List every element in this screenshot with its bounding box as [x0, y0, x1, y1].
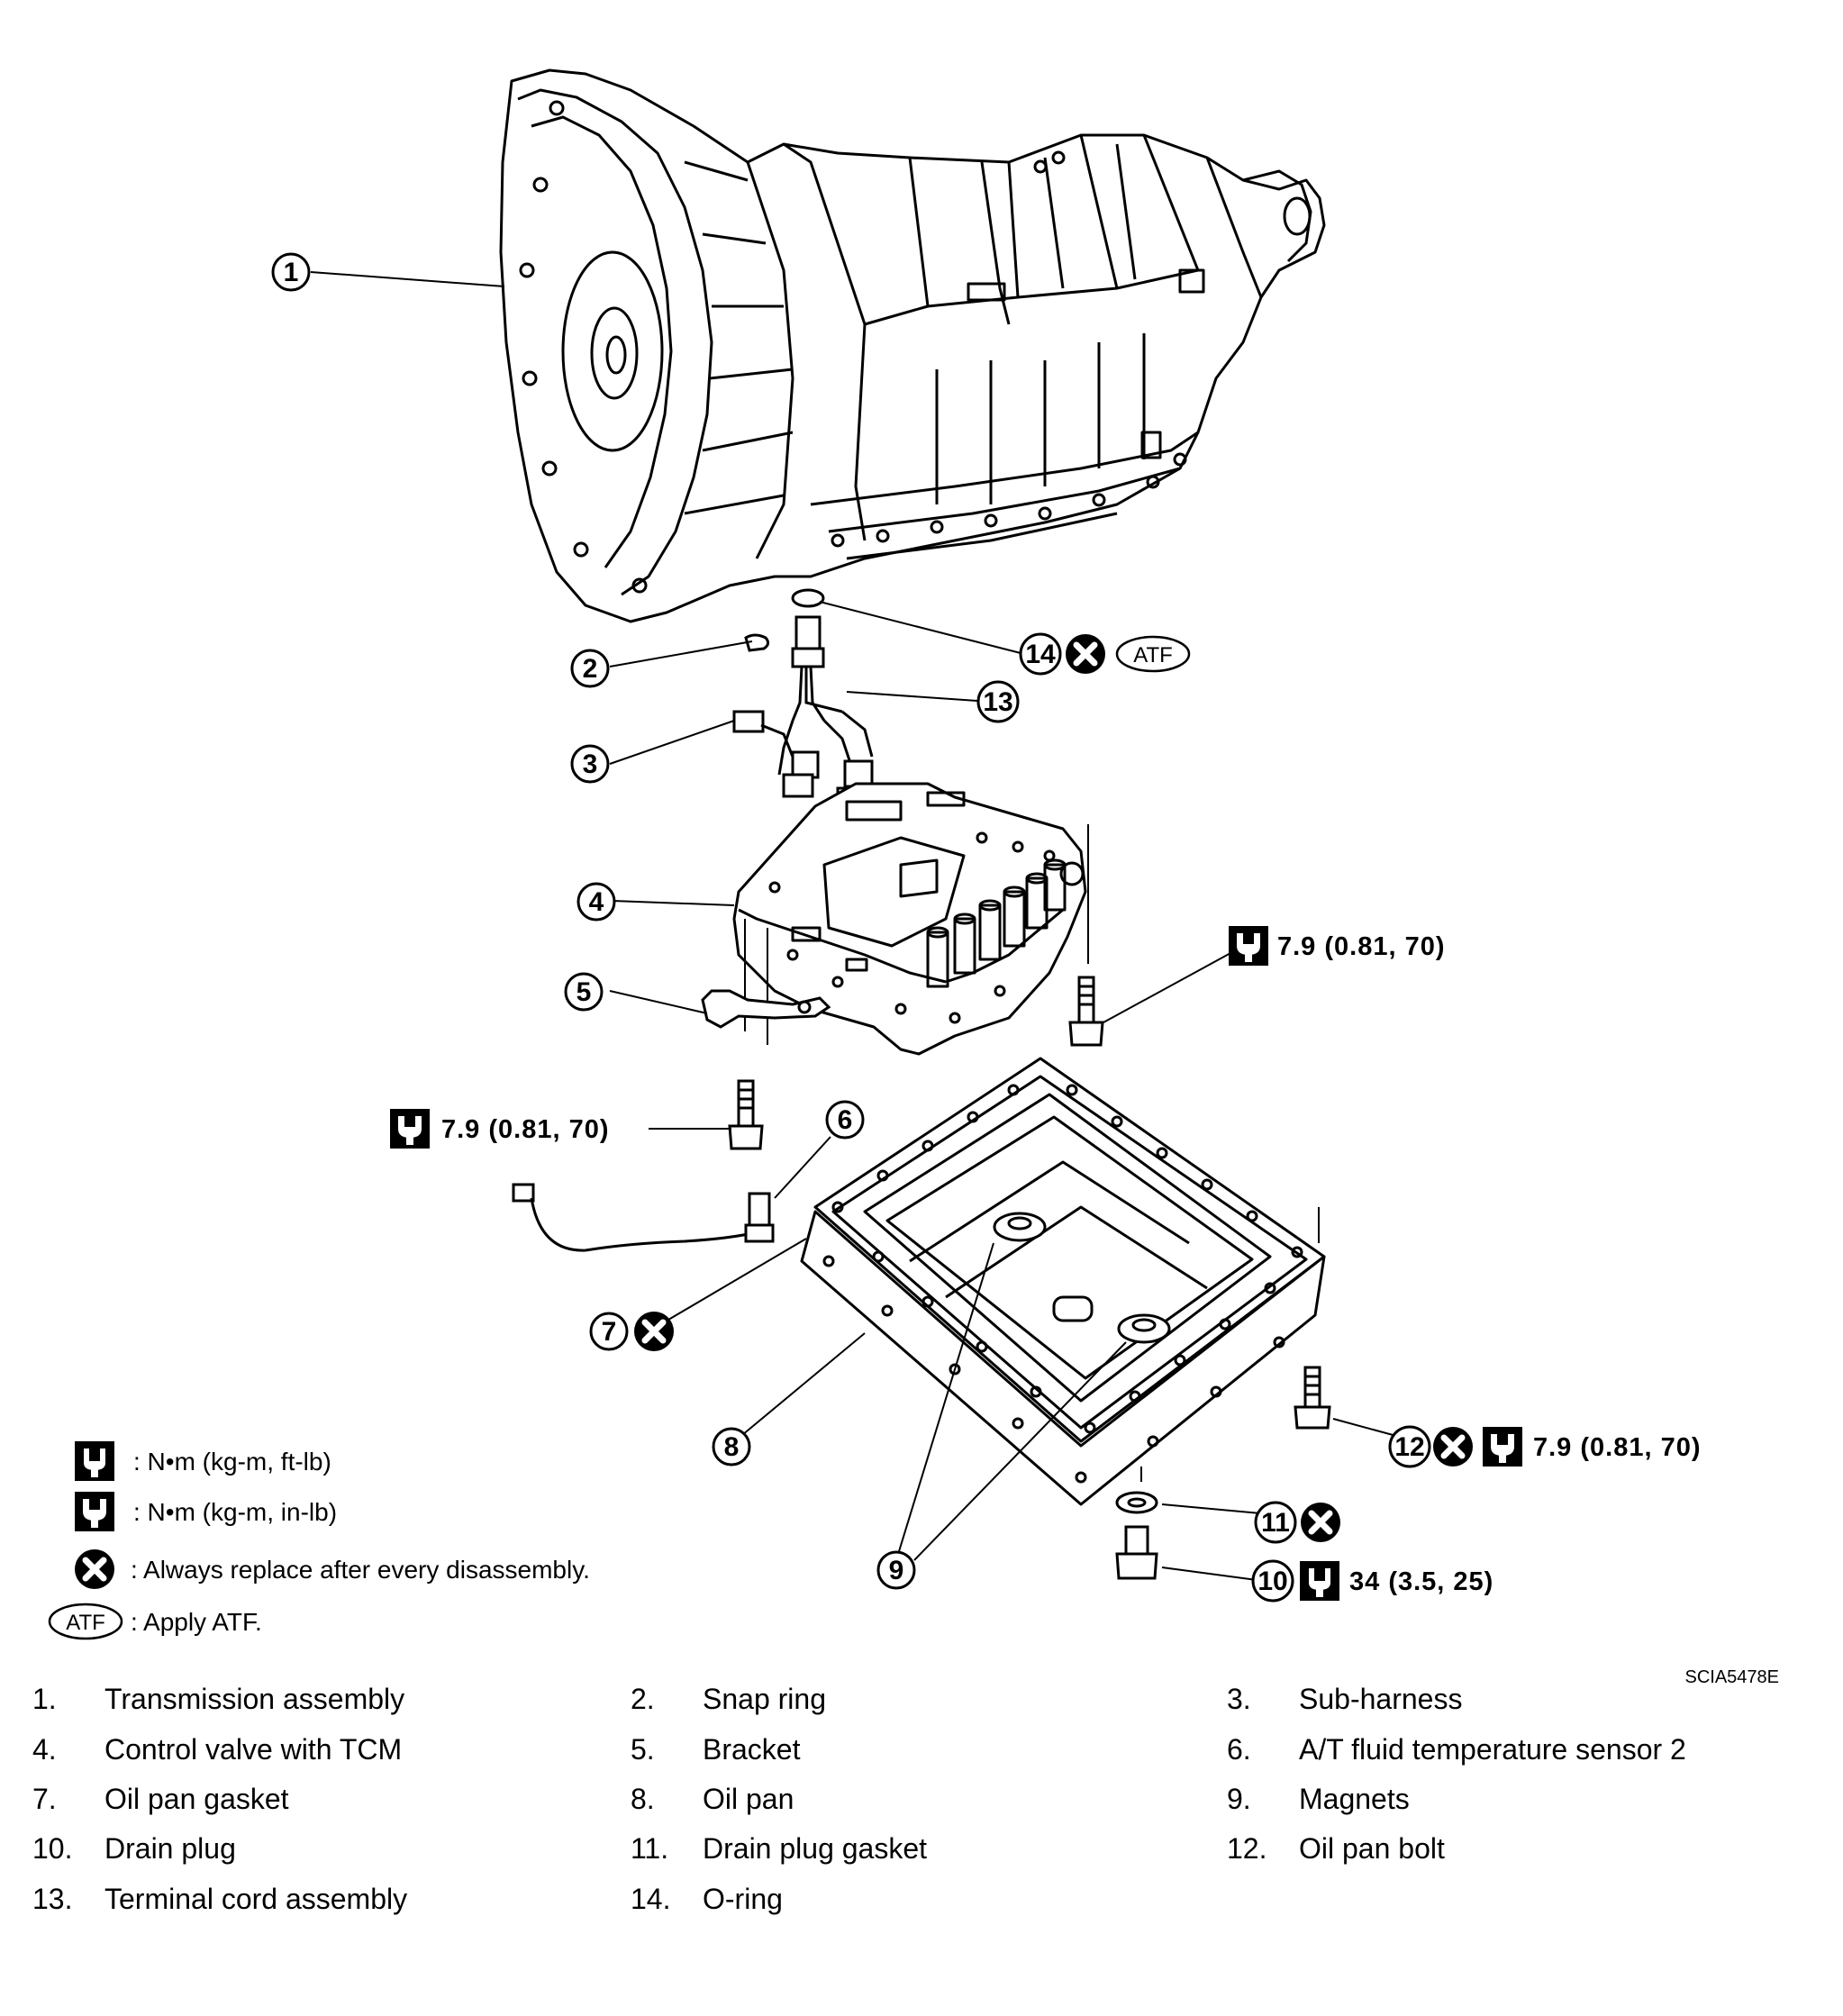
exploded-view-diagram: 1 2 3 4 5 6 7 8 9 10 11 12 13 14 ATF 7.9…: [48, 68, 1779, 1687]
legend-ftlb: : N•m (kg-m, ft-lb): [133, 1448, 331, 1476]
callout-3: 3: [570, 744, 610, 784]
part-name: Snap ring: [703, 1683, 826, 1715]
part-number: 13.: [32, 1883, 73, 1915]
valve-bolt-torque-icon: [1227, 924, 1270, 967]
svg-text:11: 11: [1261, 1508, 1290, 1538]
pan-bolt-replace-icon: [1433, 1427, 1473, 1467]
part-number: 2.: [631, 1683, 655, 1715]
legend: : N•m (kg-m, ft-lb) : N•m (kg-m, in-lb) …: [48, 1441, 590, 1640]
legend-inlb: : N•m (kg-m, in-lb): [133, 1498, 337, 1526]
part-number: 9.: [1227, 1783, 1251, 1815]
part-name: Bracket: [703, 1733, 801, 1766]
svg-text:ATF: ATF: [66, 1611, 105, 1635]
figure-code: SCIA5478E: [1684, 1667, 1779, 1687]
callout-4: 4: [577, 882, 616, 922]
callout-1: 1: [271, 252, 311, 292]
svg-text:2: 2: [583, 654, 598, 684]
part-name: Terminal cord assembly: [104, 1883, 408, 1915]
part-number: 4.: [32, 1733, 57, 1766]
svg-text:6: 6: [838, 1105, 853, 1135]
callout-13: 13: [976, 680, 1020, 723]
part-number: 7.: [32, 1783, 57, 1815]
svg-text:5: 5: [577, 977, 592, 1007]
ftlb-wrench-icon: [75, 1441, 114, 1481]
part-number: 10.: [32, 1832, 73, 1865]
bracket-bolt-torque-icon: [388, 1107, 431, 1150]
svg-text:4: 4: [589, 887, 604, 917]
part-number: 5.: [631, 1733, 655, 1766]
callout-14: 14: [1019, 632, 1062, 676]
drain-plug-torque: 34 (3.5, 25): [1349, 1567, 1493, 1596]
replace-icon: [75, 1549, 114, 1589]
leader-lines: [310, 271, 1427, 1581]
part-name: Magnets: [1299, 1783, 1410, 1815]
svg-text:1: 1: [284, 258, 299, 287]
callout-10: 10: [1251, 1559, 1294, 1603]
callout-6: 6: [825, 1100, 865, 1140]
callout-markers: 1 2 3 4 5 6 7 8 9 10 11 12 13 14: [271, 252, 1431, 1603]
callout-12: 12: [1388, 1425, 1431, 1468]
svg-text:9: 9: [889, 1556, 904, 1585]
oil-pan-gasket-drawing: [800, 1057, 1326, 1506]
svg-text:3: 3: [583, 749, 598, 779]
part-name: Oil pan gasket: [104, 1783, 289, 1815]
part-number: 8.: [631, 1783, 655, 1815]
svg-text:8: 8: [724, 1432, 740, 1462]
part-name: O-ring: [703, 1883, 783, 1915]
bracket-bolt-torque: 7.9 (0.81, 70): [441, 1115, 610, 1144]
part-number: 14.: [631, 1883, 671, 1915]
svg-text:10: 10: [1257, 1566, 1287, 1596]
inlb-wrench-icon: [73, 1490, 116, 1533]
atf-badge-icon: ATF: [1115, 635, 1191, 673]
part-number: 12.: [1227, 1832, 1267, 1865]
part-name: Sub-harness: [1299, 1683, 1463, 1715]
pan-bolt-torque-icon: [1481, 1425, 1524, 1468]
svg-text:14: 14: [1025, 640, 1056, 669]
pan-bolt-torque: 7.9 (0.81, 70): [1533, 1433, 1702, 1462]
callout-2: 2: [570, 649, 610, 688]
part-name: Control valve with TCM: [104, 1733, 403, 1766]
control-valve-drawing: [732, 782, 1087, 1056]
part-number: 3.: [1227, 1683, 1251, 1715]
part-number: 1.: [32, 1683, 57, 1715]
gasket-replace-icon: [634, 1312, 674, 1351]
o-ring-replace-icon: [1066, 634, 1105, 674]
terminal-cord-assembly-drawing: [744, 588, 874, 776]
part-name: Oil pan: [703, 1783, 794, 1815]
legend-replace: : Always replace after every disassembly…: [131, 1556, 590, 1584]
atf-legend-icon: ATF: [48, 1603, 123, 1640]
callout-9: 9: [876, 1550, 916, 1590]
svg-text:12: 12: [1394, 1432, 1424, 1462]
part-name: Oil pan bolt: [1299, 1832, 1445, 1865]
part-name: Drain plug: [104, 1832, 236, 1865]
drain-gasket-replace-icon: [1301, 1503, 1340, 1542]
callout-8: 8: [712, 1427, 751, 1467]
drain-plug-torque-icon: [1300, 1561, 1339, 1601]
legend-atf: : Apply ATF.: [131, 1608, 262, 1636]
valve-bolt-torque: 7.9 (0.81, 70): [1277, 932, 1446, 961]
callout-11: 11: [1254, 1501, 1297, 1544]
transmission-assembly-drawing: [499, 68, 1326, 623]
part-number: 11.: [631, 1832, 669, 1865]
part-name: Drain plug gasket: [703, 1832, 928, 1865]
part-name: Transmission assembly: [104, 1683, 405, 1715]
callout-7: 7: [589, 1312, 629, 1351]
fluid-temp-sensor-drawing: [512, 1183, 775, 1252]
svg-text:ATF: ATF: [1133, 643, 1173, 667]
callout-5: 5: [564, 972, 604, 1012]
bracket-drawing: [701, 989, 831, 1029]
bolt-drawings: [728, 976, 1331, 1580]
part-name: A/T fluid temperature sensor 2: [1299, 1733, 1686, 1766]
part-number: 6.: [1227, 1733, 1251, 1766]
svg-text:7: 7: [602, 1317, 617, 1347]
svg-text:13: 13: [983, 687, 1012, 717]
